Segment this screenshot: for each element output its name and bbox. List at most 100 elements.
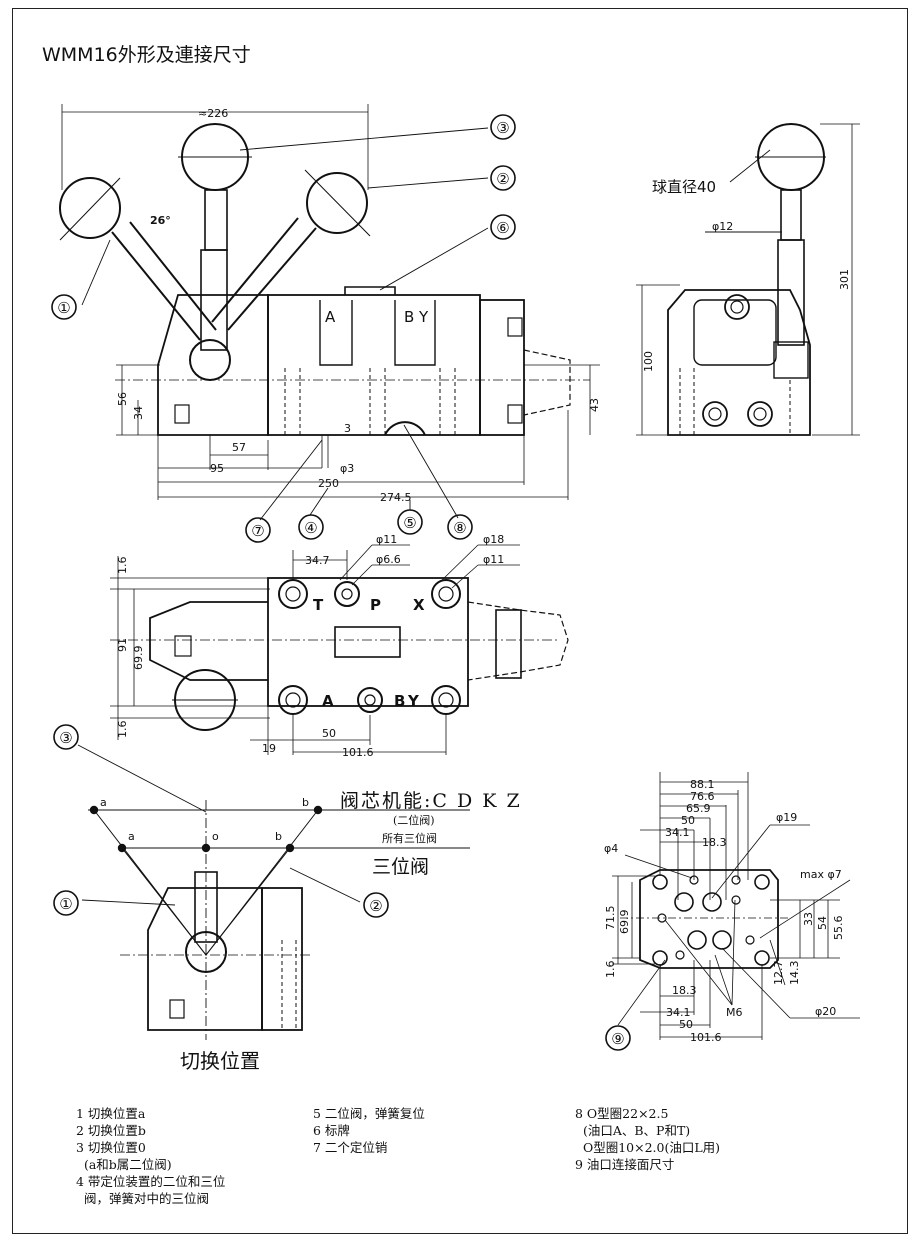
callout-3-top: ③ bbox=[496, 119, 509, 137]
ball-diameter-label: 球直径40 bbox=[652, 178, 717, 196]
dim-88-1: 88.1 bbox=[690, 778, 715, 791]
dim-34-1: 34.1 bbox=[665, 826, 690, 839]
m6-label: M6 bbox=[726, 1006, 743, 1019]
dim-91: 91 bbox=[116, 638, 129, 652]
callout-1-bottom: ① bbox=[59, 895, 72, 913]
callout-6: ⑥ bbox=[496, 219, 509, 237]
legend-item: 7 二个定位销 bbox=[313, 1140, 388, 1155]
legend-item: (油口A、B、P和T) bbox=[575, 1123, 691, 1138]
drawing-frame bbox=[12, 8, 908, 1234]
port-y-plan: Y bbox=[407, 692, 420, 710]
port-by-label: B Y bbox=[404, 308, 429, 326]
max-phi7-label: max φ7 bbox=[800, 868, 842, 881]
dim-57: 57 bbox=[232, 441, 246, 454]
legend-item: 5 二位阀，弹簧复位 bbox=[313, 1106, 425, 1121]
dim-71-5: 71.5 bbox=[604, 906, 617, 931]
front-view: ≈226 26° bbox=[59, 104, 601, 521]
phi19-label: φ19 bbox=[776, 811, 797, 824]
phi6-6-label: φ6.6 bbox=[376, 553, 401, 566]
callout-1-top: ① bbox=[57, 299, 70, 317]
legend-item: 1 切换位置a bbox=[76, 1106, 146, 1121]
angle-26: 26° bbox=[150, 214, 171, 227]
dim-phi3: φ3 bbox=[340, 462, 354, 475]
phi18-label: φ18 bbox=[483, 533, 504, 546]
pos-a-top: a bbox=[100, 796, 107, 809]
legend-column-1: 1 切换位置a 2 切换位置b 3 切换位置0 (a和b属二位阀) 4 带定位装… bbox=[76, 1105, 225, 1207]
dim-69-9-face: 69.9 bbox=[618, 910, 631, 935]
port-a-plan: A bbox=[322, 692, 334, 710]
pos-a-mid: a bbox=[128, 830, 135, 843]
switch-position-caption: 切换位置 bbox=[180, 1049, 260, 1073]
callout-2-top: ② bbox=[496, 170, 509, 188]
plan-view: 1.6 91 69.9 1.6 34.7 φ11 φ6.6 φ18 φ11 19… bbox=[110, 533, 569, 759]
dim-1-6-top: 1.6 bbox=[116, 557, 129, 575]
mounting-face-view: 88.1 76.6 65.9 50 34.1 18.3 φ19 φ4 max φ… bbox=[604, 772, 860, 1044]
dim-69-9: 69.9 bbox=[132, 646, 145, 671]
legend-item: 8 O型圈22×2.5 bbox=[575, 1106, 669, 1121]
callout-4: ④ bbox=[304, 519, 317, 537]
dim-54: 54 bbox=[816, 916, 829, 930]
callouts: ③ ② ⑥ ① ⑦ ④ ⑤ ⑧ ③ ① ② ⑨ bbox=[51, 114, 631, 1051]
dim-33: 33 bbox=[802, 912, 815, 926]
port-p-label: P bbox=[370, 596, 381, 614]
phi12-label: φ12 bbox=[712, 220, 733, 233]
dim-34: 34 bbox=[132, 406, 145, 420]
dim-226: ≈226 bbox=[198, 107, 228, 120]
dim-301: 301 bbox=[838, 269, 851, 290]
dim-19: 19 bbox=[262, 742, 276, 755]
dim-101-6-face: 101.6 bbox=[690, 1031, 722, 1044]
dim-3: 3 bbox=[344, 422, 351, 435]
legend-item: 2 切换位置b bbox=[76, 1123, 146, 1138]
port-b-plan: B bbox=[394, 692, 405, 710]
dim-14-3: 14.3 bbox=[788, 961, 801, 986]
legend-item: O型圈10×2.0(油口L用) bbox=[575, 1140, 721, 1155]
phi11-label: φ11 bbox=[376, 533, 397, 546]
dim-56: 56 bbox=[116, 392, 129, 406]
pos-o-mid: o bbox=[212, 830, 219, 843]
legend-item: 6 标牌 bbox=[313, 1123, 350, 1138]
callout-8: ⑧ bbox=[453, 519, 466, 537]
legend-item: (a和b属二位阀) bbox=[76, 1157, 172, 1172]
legend-item: 3 切换位置0 bbox=[76, 1140, 146, 1155]
positions-view: a b a o b bbox=[77, 744, 470, 1040]
dim-34-1-bottom: 34.1 bbox=[666, 1006, 691, 1019]
dim-274-5: 274.5 bbox=[380, 491, 412, 504]
dim-100: 100 bbox=[642, 351, 655, 372]
dim-1-6-bottom: 1.6 bbox=[116, 721, 129, 739]
legend-item: 阀，弹簧对中的三位阀 bbox=[76, 1191, 209, 1206]
dim-65-9: 65.9 bbox=[686, 802, 711, 815]
spool-function-label: 阀芯机能:C D K Z bbox=[340, 790, 522, 812]
two-position-label: (二位阀) bbox=[393, 814, 435, 827]
callout-7: ⑦ bbox=[251, 522, 264, 540]
three-position-label: 三位阀 bbox=[372, 856, 430, 878]
pos-b-top: b bbox=[302, 796, 309, 809]
port-x-label: X bbox=[413, 596, 425, 614]
port-a-label: A bbox=[325, 308, 336, 326]
dim-50-bottom: 50 bbox=[679, 1018, 693, 1031]
dim-43: 43 bbox=[588, 398, 601, 412]
callout-9: ⑨ bbox=[611, 1030, 624, 1048]
dim-95: 95 bbox=[210, 462, 224, 475]
all-three-position-label: 所有三位阀 bbox=[382, 832, 437, 845]
drawing-title: WMM16外形及連接尺寸 bbox=[42, 44, 251, 66]
dim-18-3: 18.3 bbox=[702, 836, 727, 849]
legend-item: 9 油口连接面尺寸 bbox=[575, 1157, 675, 1172]
callout-3-mid: ③ bbox=[59, 729, 72, 747]
dim-34-7: 34.7 bbox=[305, 554, 330, 567]
legend-column-3: 8 O型圈22×2.5 (油口A、B、P和T) O型圈10×2.0(油口L用) … bbox=[575, 1105, 720, 1173]
dim-55-6: 55.6 bbox=[832, 916, 845, 941]
legend-column-2: 5 二位阀，弹簧复位 6 标牌 7 二个定位销 bbox=[313, 1105, 425, 1156]
dim-250: 250 bbox=[318, 477, 339, 490]
dim-50-face: 50 bbox=[681, 814, 695, 827]
legend-item: 4 带定位装置的二位和三位 bbox=[76, 1174, 226, 1189]
phi20-label: φ20 bbox=[815, 1005, 836, 1018]
dim-101-6: 101.6 bbox=[342, 746, 374, 759]
callout-5: ⑤ bbox=[403, 514, 416, 532]
callout-2-bottom: ② bbox=[369, 897, 382, 915]
dim-12-7: 12.7 bbox=[772, 961, 785, 986]
pos-b-mid: b bbox=[275, 830, 282, 843]
dim-50: 50 bbox=[322, 727, 336, 740]
port-t-label: T bbox=[313, 596, 324, 614]
phi11b-label: φ11 bbox=[483, 553, 504, 566]
